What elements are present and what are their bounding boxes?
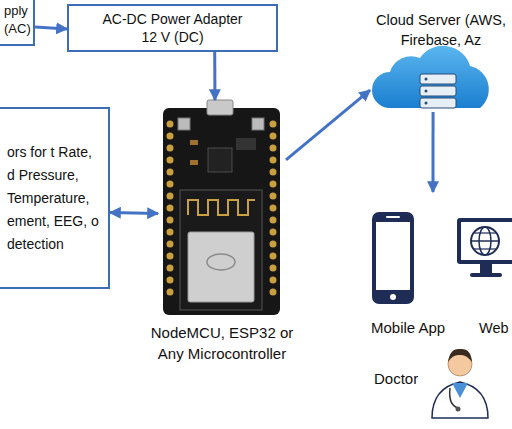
cloud-server-node: Cloud Server (AWS, Firebase, Az: [370, 8, 512, 112]
node-label: NodeMCU, ESP32 or Any Microcontroller: [147, 322, 297, 364]
mobile-app-node: Mobile App: [366, 192, 452, 340]
node-label: ors for t Rate, d Pressure, Temperature,…: [7, 141, 102, 256]
microcontroller-node: NodeMCU, ESP32 or Any Microcontroller: [158, 100, 286, 370]
doctor-icon: [432, 349, 488, 418]
power-adapter-box: AC-DC Power Adapter 12 V (DC): [67, 4, 278, 52]
node-label: AC-DC Power Adapter 12 V (DC): [94, 10, 252, 46]
node-label: Web: [479, 318, 511, 338]
node-label: Doctor: [374, 369, 434, 389]
arrow-connector: [431, 112, 434, 192]
node-label: pply (AC): [4, 2, 31, 38]
web-node: Web: [454, 192, 512, 340]
node-label: Cloud Server (AWS, Firebase, Az: [370, 10, 512, 50]
power-supply-box: pply (AC): [0, 0, 35, 46]
arrow-connector: [286, 90, 370, 160]
doctor-node: Doctor: [370, 345, 512, 425]
sensor-box: ors for t Rate, d Pressure, Temperature,…: [0, 107, 110, 289]
microcontroller-board: [163, 100, 280, 315]
node-label: Mobile App: [371, 318, 452, 338]
arrow-connector: [213, 52, 216, 100]
arrow-connector: [35, 27, 67, 29]
web-monitor-icon: [457, 218, 512, 277]
cloud-icon: [372, 46, 489, 108]
arrow-connector: [110, 211, 158, 215]
phone-icon: [372, 212, 414, 304]
